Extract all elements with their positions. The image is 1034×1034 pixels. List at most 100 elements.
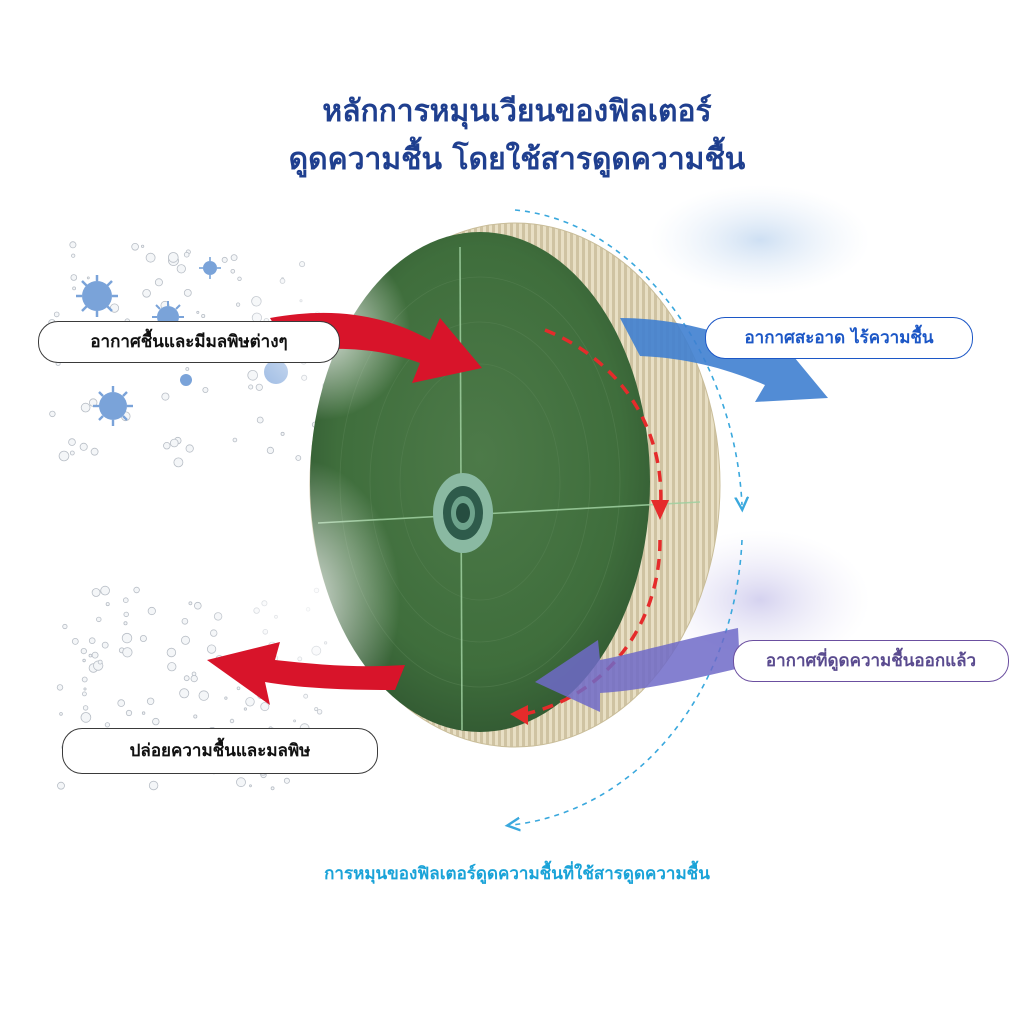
water-droplet <box>69 450 75 456</box>
water-droplet <box>62 623 68 630</box>
water-droplet <box>237 276 242 281</box>
water-droplet <box>97 659 103 665</box>
title-line-2: ดูดความชื้น โดยใช้สารดูดความชื้น <box>288 142 746 177</box>
water-droplet <box>71 253 76 258</box>
water-droplet <box>81 676 88 683</box>
water-droplet <box>185 367 190 371</box>
water-droplet <box>105 602 110 607</box>
page-title: หลักการหมุนเวียนของฟิลเตอร์ ดูดความชื้น … <box>0 88 1034 184</box>
water-droplet <box>183 288 192 297</box>
label-release-moisture: ปล่อยความชื้นและมลพิษ <box>62 728 378 774</box>
water-droplet <box>280 431 285 436</box>
diagram-caption: การหมุนของฟิลเตอร์ดูดความชื้นที่ใช้สารดู… <box>324 864 710 884</box>
water-droplet <box>188 601 193 606</box>
water-droplet <box>88 653 93 658</box>
release-arrow <box>207 642 405 705</box>
water-droplet <box>49 410 56 418</box>
virus-icon <box>76 275 118 317</box>
water-droplet <box>141 244 145 248</box>
water-droplet <box>70 274 78 281</box>
water-droplet <box>58 450 70 462</box>
water-droplet <box>185 444 194 453</box>
label-clean-dry-air: อากาศสะอาด ไร้ความชื้น <box>705 317 973 359</box>
water-droplet <box>295 455 302 461</box>
water-droplet <box>145 252 156 263</box>
water-droplet <box>96 616 102 623</box>
water-droplet <box>266 446 274 454</box>
water-droplet <box>193 714 198 719</box>
water-droplet <box>148 780 159 791</box>
outer-rotation-path <box>512 209 742 825</box>
water-droplet <box>221 256 228 263</box>
water-droplet <box>122 647 133 658</box>
water-droplet <box>68 438 76 446</box>
water-droplet <box>166 647 177 658</box>
water-droplet <box>56 684 64 691</box>
water-droplet <box>270 786 275 791</box>
water-droplet <box>147 606 156 616</box>
water-droplet <box>91 651 99 659</box>
water-droplet <box>202 386 209 393</box>
water-droplet <box>69 241 77 249</box>
water-droplet <box>80 647 87 655</box>
rotation-arrowhead <box>510 500 669 725</box>
water-droplet <box>196 310 200 314</box>
water-droplet <box>170 438 179 448</box>
water-droplet <box>190 674 198 683</box>
water-droplet <box>224 696 228 700</box>
water-droplet <box>123 611 129 618</box>
water-droplet <box>256 416 264 424</box>
water-droplet <box>152 717 160 726</box>
water-droplet <box>121 632 133 644</box>
water-droplet <box>163 442 171 450</box>
water-droplet <box>249 784 252 788</box>
water-droplet <box>72 286 76 291</box>
water-droplet <box>125 709 133 717</box>
water-droplet <box>230 254 238 262</box>
water-droplet <box>183 251 190 258</box>
water-droplet <box>82 705 89 711</box>
water-droplet <box>139 635 147 643</box>
water-droplet <box>71 638 79 645</box>
rotation-indicator-arrow <box>519 328 663 717</box>
water-droplet <box>80 402 91 413</box>
dehumidified-air-arrow <box>535 628 740 712</box>
water-droplet <box>80 712 92 723</box>
virus-icon <box>199 257 221 279</box>
virus-group <box>76 257 288 426</box>
water-droplet <box>146 697 155 705</box>
water-droplet <box>229 718 235 724</box>
water-droplet <box>82 658 86 663</box>
water-droplet <box>173 457 184 468</box>
water-droplet <box>57 781 65 790</box>
water-droplet <box>154 278 163 287</box>
water-droplet <box>176 264 186 274</box>
water-droplet <box>161 392 170 401</box>
water-droplet <box>83 687 87 691</box>
water-droplet <box>180 635 190 645</box>
water-droplet <box>168 252 179 263</box>
water-droplet <box>88 637 96 644</box>
water-droplet <box>123 597 129 603</box>
water-droplet <box>198 690 210 701</box>
water-droplet <box>183 675 190 682</box>
water-droplet <box>167 662 177 672</box>
label-humid-polluted-air: อากาศชื้นและมีมลพิษต่างๆ <box>38 321 340 363</box>
water-droplet <box>91 588 101 597</box>
clean-air-arrow <box>620 318 828 402</box>
water-droplet <box>201 313 206 318</box>
virus-icon <box>93 386 133 426</box>
water-droplet <box>179 688 190 699</box>
water-droplet <box>86 276 90 280</box>
water-droplet <box>236 777 246 788</box>
virus-icon <box>180 374 192 386</box>
water-droplet <box>59 712 63 716</box>
water-droplet <box>79 442 88 451</box>
water-droplet <box>283 777 290 784</box>
water-droplet <box>53 311 60 318</box>
title-line-1: หลักการหมุนเวียนของฟิลเตอร์ <box>322 94 712 129</box>
label-dehumidified-air: อากาศที่ดูดความชื้นออกแล้ว <box>733 640 1009 682</box>
water-droplet <box>101 641 109 649</box>
water-droplet <box>100 585 110 596</box>
